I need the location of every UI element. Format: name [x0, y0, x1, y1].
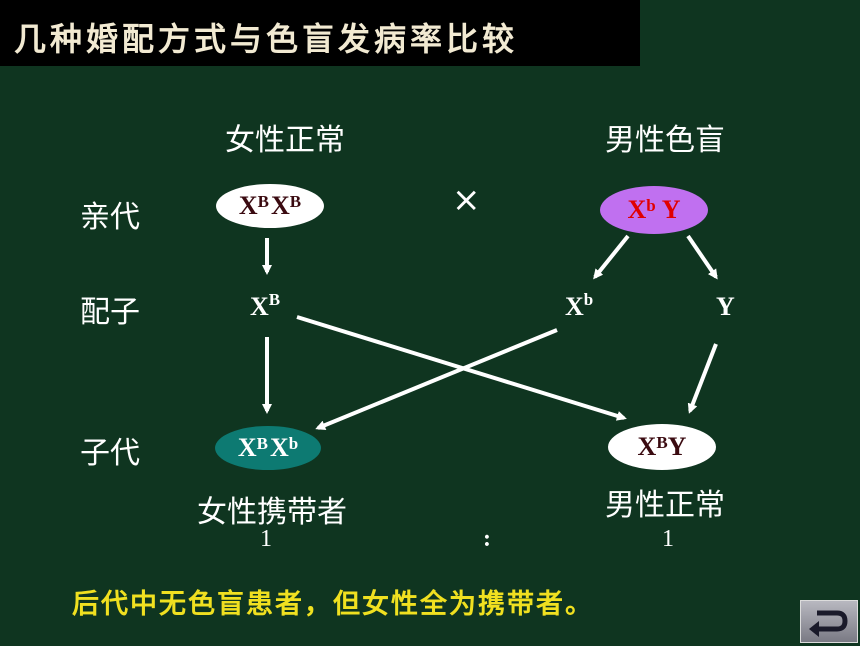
- ratio-left: 1: [260, 526, 272, 552]
- ratio-separator: :: [483, 526, 491, 552]
- female-carrier-label: 女性携带者: [197, 495, 347, 530]
- ratio-right: 1: [662, 526, 674, 552]
- row-label-offspring: 子代: [80, 436, 140, 471]
- gamete-female-xB: XB: [250, 290, 281, 321]
- arrow-xb-to-female-offspring: [315, 328, 558, 430]
- arrow-male-to-gamete-xb: [593, 234, 630, 280]
- female-normal-label: 女性正常: [225, 123, 345, 158]
- gamete-male-xb: Xb: [565, 290, 594, 321]
- conclusion-text: 后代中无色盲患者，但女性全为携带者。: [72, 589, 594, 620]
- return-arrow-icon: [809, 610, 848, 637]
- page-title: 几种婚配方式与色盲发病率比较: [14, 20, 519, 58]
- gamete-male-y: Y: [716, 292, 735, 321]
- back-button[interactable]: [800, 600, 858, 643]
- male-normal-label: 男性正常: [605, 488, 725, 523]
- cross-symbol: ×: [452, 180, 481, 220]
- title-bar: 几种婚配方式与色盲发病率比较: [0, 0, 640, 66]
- arrow-y-to-male-offspring: [687, 343, 718, 414]
- row-label-parent: 亲代: [80, 200, 140, 235]
- male-colorblind-label: 男性色盲: [605, 123, 725, 158]
- arrow-male-to-gamete-y: [686, 234, 718, 280]
- row-label-gamete: 配子: [80, 295, 140, 330]
